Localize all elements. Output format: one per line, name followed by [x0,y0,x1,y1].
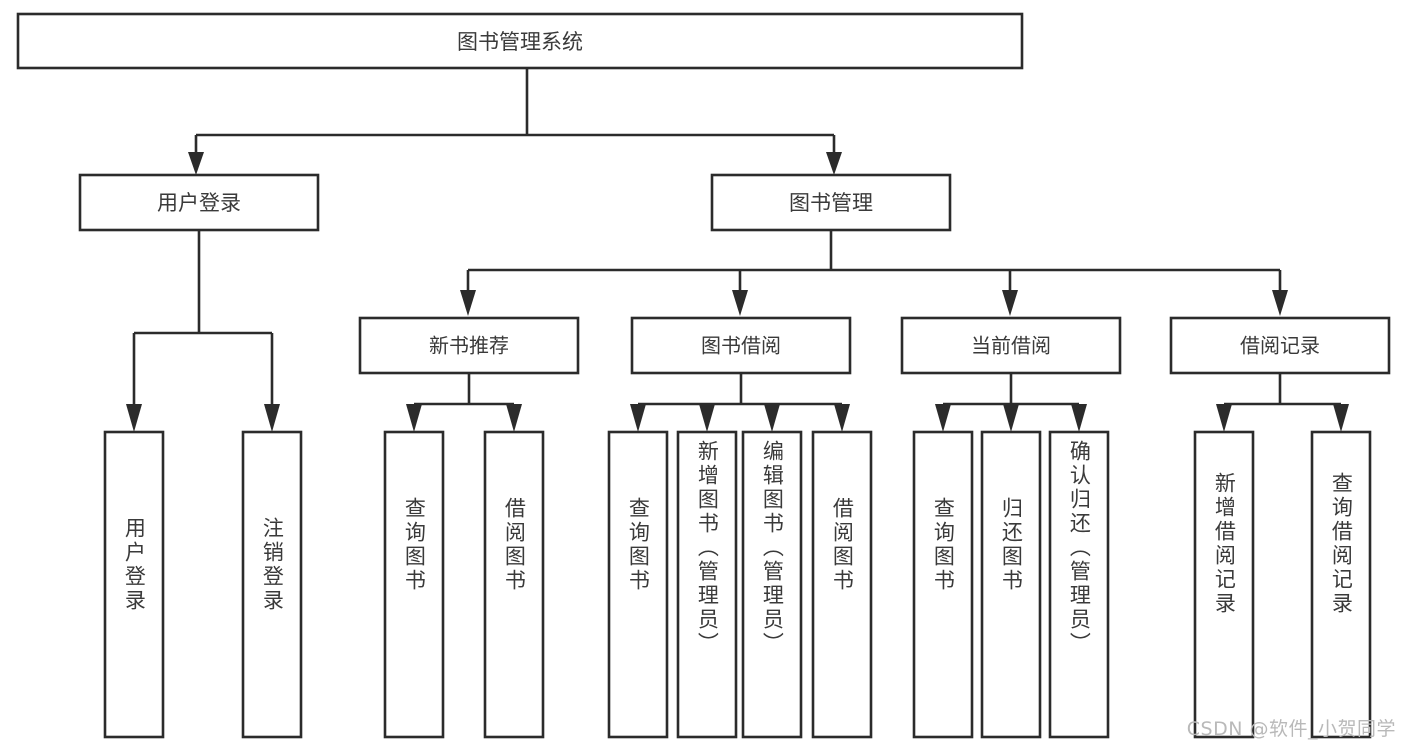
connector-root-to-level1 [188,68,842,175]
level2-box-0[interactable] [358,316,580,375]
leaf-box-borrow-record-0[interactable] [1193,430,1255,739]
arrow-head-icon [732,290,748,316]
arrow-head-icon [764,404,780,432]
leaf-box-book-borrow-3[interactable] [811,430,873,739]
arrow-head-icon [826,152,842,175]
arrow-head-icon [699,404,715,432]
node-borrow-record[interactable]: 借阅记录 [1169,316,1391,375]
node-book-borrow[interactable]: 图书借阅 [630,316,852,375]
arrow-head-icon [1216,404,1232,432]
level1-label-1: 图书管理 [789,191,873,215]
arrow-head-icon [460,290,476,316]
level2-label-1: 图书借阅 [701,334,781,358]
leaf-box-book-borrow-0[interactable] [607,430,669,739]
arrow-head-icon [264,404,280,432]
level1-label-0: 用户登录 [157,191,241,215]
level2-label-0: 新书推荐 [429,334,509,358]
arrow-head-icon [126,404,142,432]
level2-label-3: 借阅记录 [1240,334,1320,358]
arrow-head-icon [1002,290,1018,316]
leaf-box-current-borrow-0[interactable] [912,430,974,739]
arrow-head-icon [834,404,850,432]
connector-userlogin-to-leaves [126,230,280,432]
connector-currentborrow-to-leaves [935,373,1087,432]
leaf-box-new-book-0[interactable] [383,430,445,739]
connector-bookborrow-to-leaves [630,373,850,432]
connector-borrowrecord-to-leaves [1216,373,1349,432]
level2-box-2[interactable] [900,316,1122,375]
leaf-box-new-book-1[interactable] [483,430,545,739]
node-current-borrow[interactable]: 当前借阅 [900,316,1122,375]
arrow-head-icon [630,404,646,432]
leaf-box-user-login-1[interactable] [241,430,303,739]
watermark: CSDN @软件_小贺同学 [1186,718,1396,740]
arrow-head-icon [1333,404,1349,432]
arrow-head-icon [406,404,422,432]
node-root[interactable]: 图书管理系统 [16,12,1024,70]
arrow-head-icon [935,404,951,432]
arrow-head-icon [188,152,204,175]
leaf-box-book-borrow-2[interactable] [741,430,803,739]
leaf-box-user-login-0[interactable] [103,430,165,739]
arrow-head-icon [1071,404,1087,432]
node-book-management[interactable]: 图书管理 [710,173,952,232]
arrow-head-icon [1272,290,1288,316]
level2-label-2: 当前借阅 [971,334,1051,358]
root-box[interactable] [16,12,1024,70]
node-user-login[interactable]: 用户登录 [78,173,320,232]
connector-bookmgmt-to-level2 [460,230,1288,316]
arrow-head-icon [1003,404,1019,432]
node-new-book-recommend[interactable]: 新书推荐 [358,316,580,375]
root-label: 图书管理系统 [457,30,583,54]
leaf-box-current-borrow-1[interactable] [980,430,1042,739]
leaf-box-current-borrow-2[interactable] [1048,430,1110,739]
arrow-head-icon [506,404,522,432]
leaf-box-book-borrow-1[interactable] [676,430,738,739]
level1-box-0[interactable] [78,173,320,232]
connector-newbook-to-leaves [406,373,522,432]
leaf-box-borrow-record-1[interactable] [1310,430,1372,739]
